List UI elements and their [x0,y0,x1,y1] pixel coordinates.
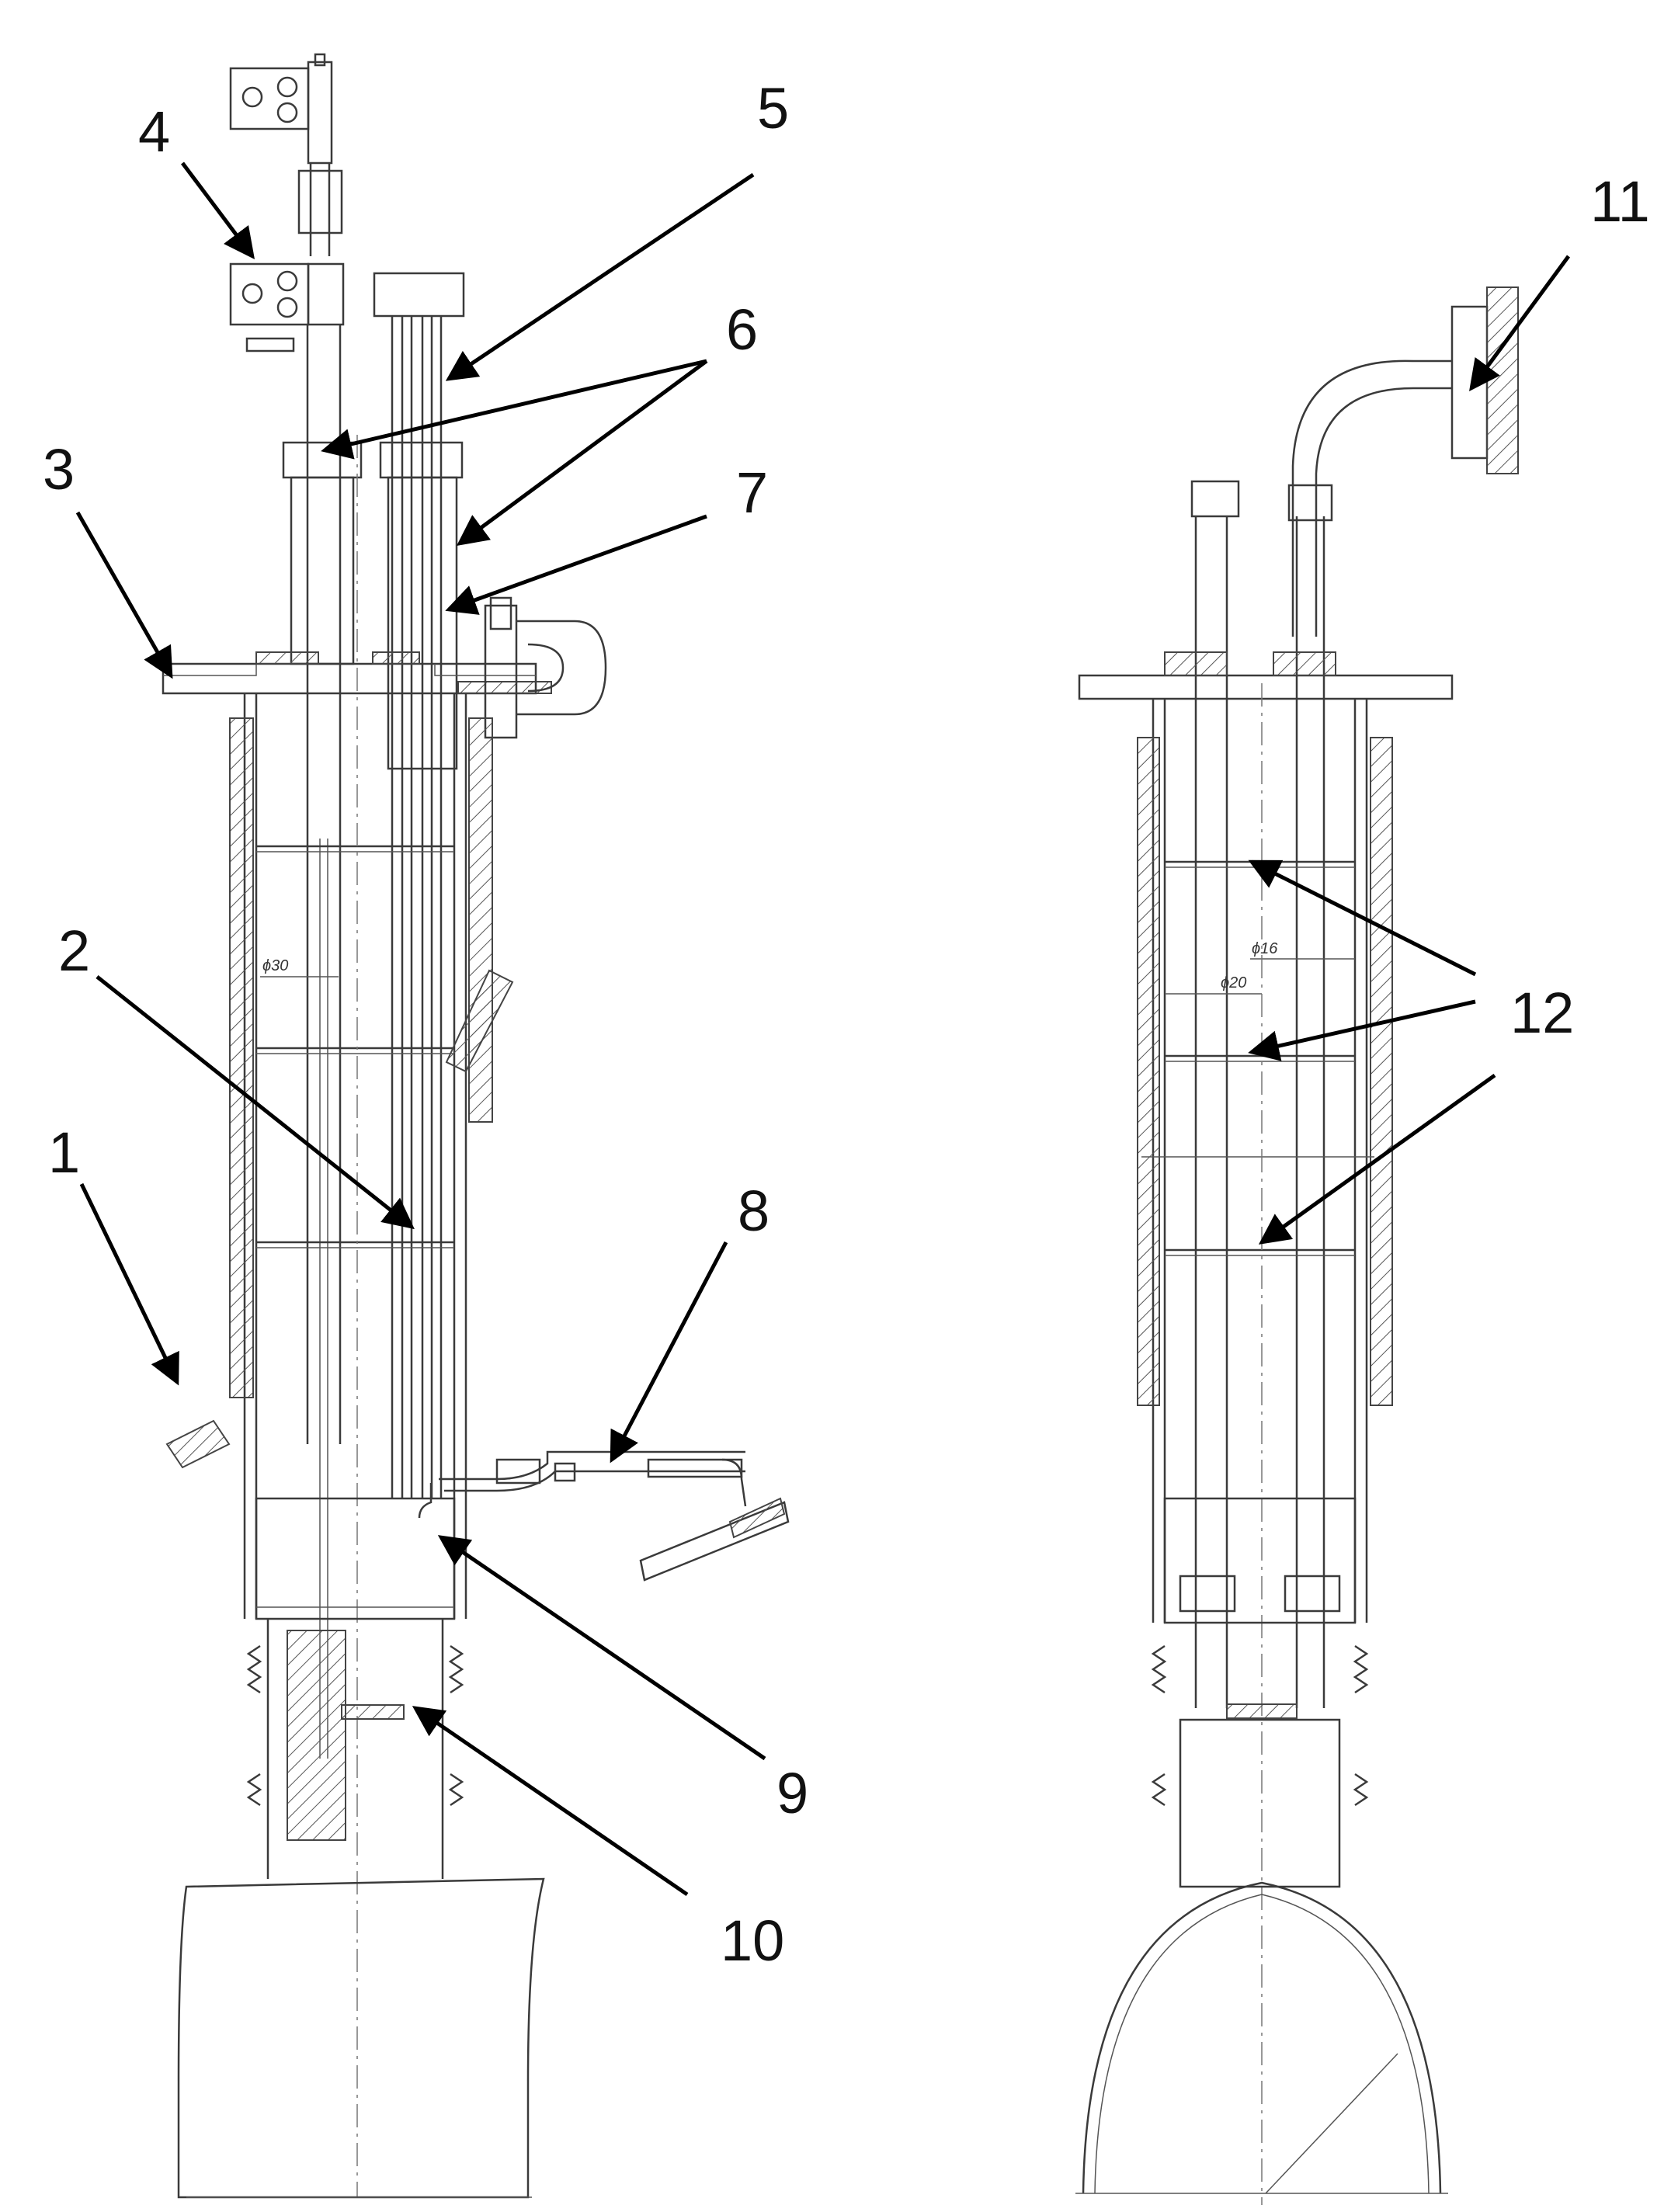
callout-9: 9 [776,1761,808,1825]
callout-10: 10 [721,1908,784,1973]
callout-8: 8 [738,1179,770,1243]
dim-left-rod: ϕ30 [262,957,288,974]
callout-1: 1 [48,1120,80,1185]
callout-arrows [75,161,1571,1897]
callout-12: 12 [1510,981,1574,1045]
callout-3: 3 [43,437,75,502]
top-clamp [229,53,333,165]
callout-7: 7 [736,460,768,525]
left-assembly: ϕ30 [162,53,790,2199]
callout-4: 4 [138,99,170,164]
callout-5: 5 [757,76,789,141]
dim-right-outer: ϕ20 [1221,974,1246,991]
dim-right-inner: ϕ16 [1252,940,1278,957]
callout-6: 6 [726,297,758,362]
lower-bellows [246,1619,464,1879]
callout-11: 11 [1590,169,1650,234]
clamp-4 [229,262,345,352]
right-assembly: ϕ16 ϕ20 [1075,286,1519,2205]
callout-2: 2 [58,918,90,983]
callout-labels: 1 2 3 4 5 6 7 8 9 10 11 12 [43,76,1650,1973]
